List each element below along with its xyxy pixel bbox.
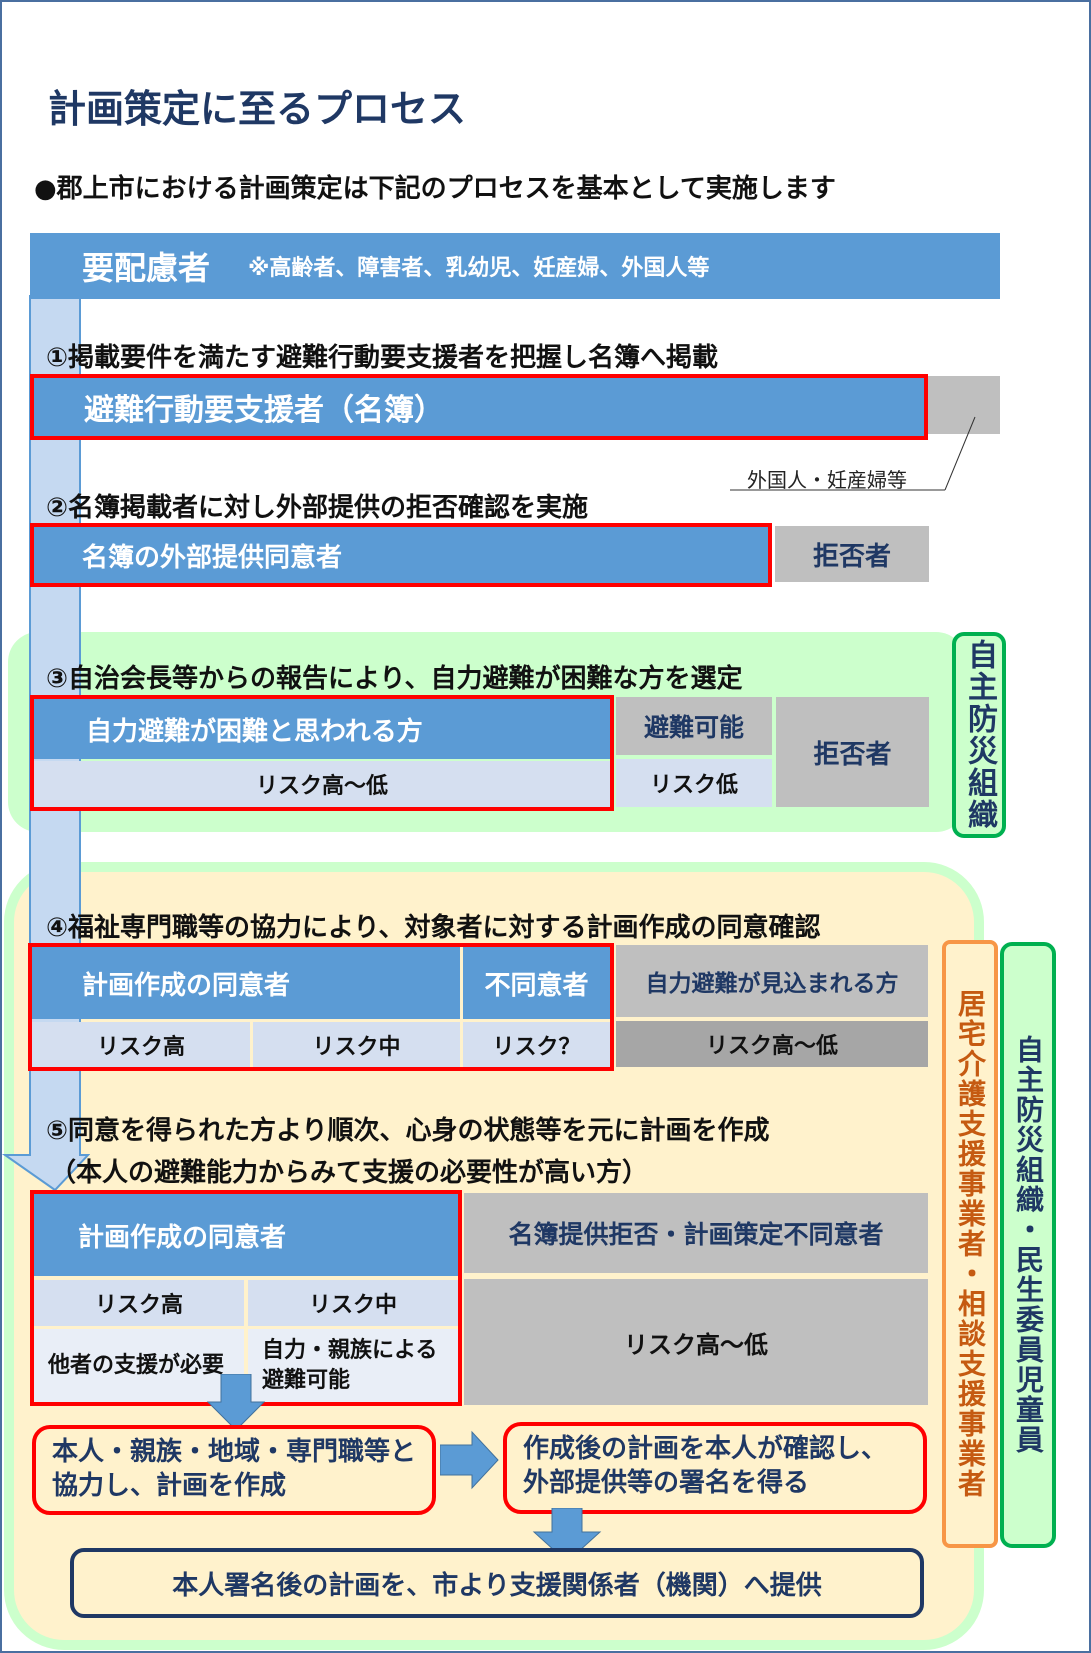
step5-risk-range: リスク高～低 xyxy=(464,1279,928,1405)
step5-need-help: 他者の支援が必要 xyxy=(34,1329,244,1402)
step5-risk-high: リスク高 xyxy=(34,1280,244,1326)
flow-box2: 作成後の計画を本人が確認し、外部提供等の署名を得る xyxy=(503,1422,927,1514)
flow-final: 本人署名後の計画を、市より支援関係者（機関）へ提供 xyxy=(70,1548,924,1618)
step5-line1: ⑤同意を得られた方より順次、心身の状態等を元に計画を作成 xyxy=(46,1116,770,1146)
step4-nonconsent: 不同意者 xyxy=(463,947,610,1019)
step4-risk-high: リスク高 xyxy=(32,1022,250,1067)
intro-text: ●郡上市における計画策定は下記のプロセスを基本として実施します xyxy=(34,174,836,204)
header-note: ※高齢者、障害者、乳幼児、妊産婦、外国人等 xyxy=(248,256,710,281)
step3-redbox: 自力避難が困難と思われる方 リスク高～低 xyxy=(30,695,614,811)
step4-risk-range: リスク高～低 xyxy=(616,1021,928,1067)
step5-risk-mid: リスク中 xyxy=(248,1280,458,1326)
down-arrow-1 xyxy=(206,1374,266,1431)
step4-text: ④福祉専門職等の協力により、対象者に対する計画作成の同意確認 xyxy=(46,913,821,943)
step1-aside: 外国人・妊産婦等 xyxy=(747,468,907,492)
step2-box: 名簿の外部提供同意者 xyxy=(30,523,772,587)
step5-consent: 計画作成の同意者 xyxy=(34,1194,458,1276)
step2-refuse: 拒否者 xyxy=(775,526,929,582)
header-bar: 要配慮者 ※高齢者、障害者、乳幼児、妊産婦、外国人等 xyxy=(30,233,1000,299)
step4-self: 自力避難が見込まれる方 xyxy=(616,945,928,1017)
step3-box: 自力避難が困難と思われる方 xyxy=(34,699,610,759)
step4-risk-mid: リスク中 xyxy=(253,1022,460,1067)
page-title: 計画策定に至るプロセス xyxy=(48,87,467,131)
step5-self-help: 自力・親族による避難可能 xyxy=(248,1329,458,1402)
step3-text: ③自治会長等からの報告により、自力避難が困難な方を選定 xyxy=(46,664,743,694)
header-label: 要配慮者 xyxy=(82,249,211,287)
step1-box: 避難行動要支援者（名簿） xyxy=(30,374,928,440)
side-org-welfare-label: 自主防災組織・民生委員児童員 xyxy=(1000,942,1056,1548)
step4-risk-q: リスク？ xyxy=(463,1022,610,1067)
step3-possible-risk: リスク低 xyxy=(616,759,772,807)
step3-org-label: 自主防災組織 xyxy=(952,632,1006,838)
step5-refuse: 名簿提供拒否・計画策定不同意者 xyxy=(464,1193,928,1273)
step1-grey-bar xyxy=(926,376,1000,434)
right-arrow xyxy=(440,1430,499,1490)
step4-consent: 計画作成の同意者 xyxy=(32,947,460,1019)
side-care-label: 居宅介護支援事業者・相談支援事業者 xyxy=(942,940,998,1548)
step1-text: ①掲載要件を満たす避難行動要支援者を把握し名簿へ掲載 xyxy=(46,343,719,373)
flow-box1: 本人・親族・地域・専門職等と協力し、計画を作成 xyxy=(32,1425,436,1515)
step4-redbox: 計画作成の同意者 不同意者 リスク高 リスク中 リスク？ xyxy=(28,943,614,1071)
step5-redbox: 計画作成の同意者 リスク高 リスク中 他者の支援が必要 自力・親族による避難可能 xyxy=(30,1190,462,1406)
down-arrow-2 xyxy=(532,1508,602,1563)
step3-refuse: 拒否者 xyxy=(776,697,929,807)
step1-aside-line xyxy=(730,416,976,491)
step2-text: ②名簿掲載者に対し外部提供の拒否確認を実施 xyxy=(46,493,589,523)
step3-possible: 避難可能 xyxy=(616,697,772,755)
step3-risk: リスク高～低 xyxy=(34,761,610,807)
step5-line2: （本人の避難能力からみて支援の必要性が高い方） xyxy=(50,1158,649,1188)
